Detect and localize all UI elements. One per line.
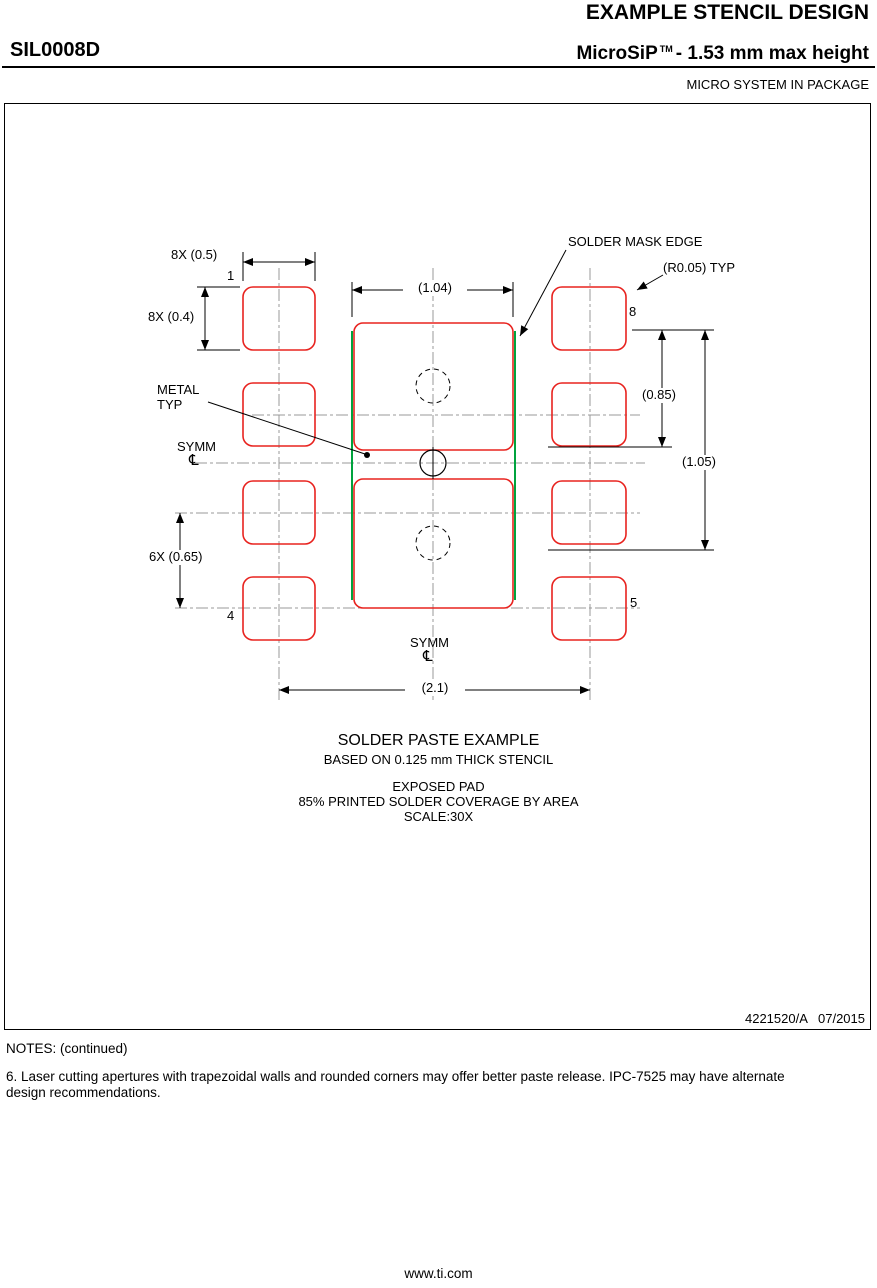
centerline-symbol-bottom: ℄: [423, 648, 433, 665]
footer-url[interactable]: www.ti.com: [404, 1266, 473, 1281]
pin4-label: 4: [227, 608, 235, 623]
caption-subtitle: BASED ON 0.125 mm THICK STENCIL: [323, 752, 554, 767]
drawing-frame: [4, 103, 871, 1030]
solder-mask-edge-lines: [351, 331, 516, 600]
dim-6x-0p65-label: 6X (0.65): [147, 549, 205, 565]
dim-8x-0p4-label: 8X (0.4): [148, 309, 195, 324]
notes-header: NOTES: (continued): [6, 1041, 128, 1056]
part-number: SIL0008D: [10, 39, 101, 61]
caption-title: SOLDER PASTE EXAMPLE: [337, 732, 540, 749]
dim-0p85-label: (0.85): [640, 387, 678, 403]
caption-exposed-pad: EXPOSED PAD: [392, 779, 485, 794]
caption-coverage: 85% PRINTED SOLDER COVERAGE BY AREA: [298, 794, 579, 809]
aperture-detail-marks: [415, 368, 451, 561]
doc-title: EXAMPLE STENCIL DESIGN: [585, 1, 869, 24]
drawing-number: 4221520/A 07/2015: [744, 1011, 865, 1026]
header-rule: [2, 66, 875, 68]
dim-8x-0p5-label: 8X (0.5): [171, 247, 218, 262]
package-tagline: MICRO SYSTEM IN PACKAGE: [686, 77, 869, 92]
metal-typ-label: METAL TYP: [157, 382, 200, 412]
pin8-label: 8: [629, 304, 637, 319]
pin1-label: 1: [227, 268, 235, 283]
note-6: 6. Laser cutting apertures with trapezoi…: [6, 1069, 785, 1101]
caption-scale: SCALE:30X: [403, 809, 474, 824]
dim-2p1-label: (2.1): [405, 680, 465, 696]
package-desc: - 1.53 mm max height: [675, 43, 869, 64]
leader-lines: [207, 249, 664, 458]
package-name: MicroSiP: [576, 43, 658, 64]
symm-bottom-label: SYMM: [410, 635, 449, 650]
trademark-symbol: TM: [659, 43, 673, 54]
dim-1p04-label: (1.04): [403, 280, 467, 296]
centerline-symbol-left: ℄: [189, 452, 199, 469]
pin5-label: 5: [630, 595, 638, 610]
r0p05-typ-label: (R0.05) TYP: [663, 260, 736, 275]
dim-1p05-label: (1.05): [680, 454, 718, 470]
solder-mask-edge-label: SOLDER MASK EDGE: [568, 234, 703, 249]
symm-left-label: SYMM: [177, 439, 216, 454]
